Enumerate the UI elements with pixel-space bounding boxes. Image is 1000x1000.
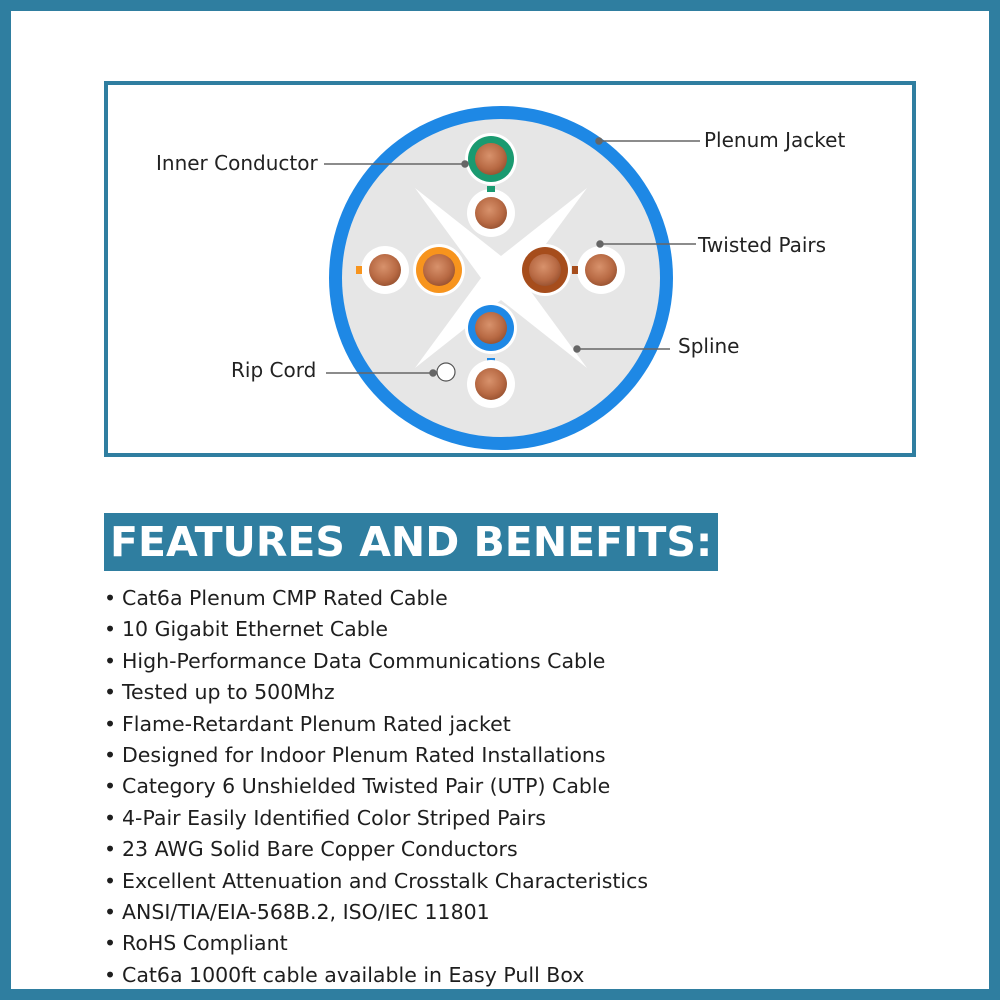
feature-item: Tested up to 500Mhz [104,677,648,708]
brown-twisted-pair [519,244,625,296]
blue-twisted-pair [465,302,517,408]
green-twisted-pair [465,133,517,237]
plenum-jacket-label: Plenum Jacket [704,128,845,152]
leader-lines [324,137,700,377]
rip-cord-label: Rip Cord [231,358,316,382]
feature-item: Excellent Attenuation and Crosstalk Char… [104,866,648,897]
feature-item: 4-Pair Easily Identified Color Striped P… [104,803,648,834]
spline-label: Spline [678,334,739,358]
twisted-pairs-label: Twisted Pairs [697,233,826,257]
feature-item: 10 Gigabit Ethernet Cable [104,614,648,645]
orange-twisted-pair [356,244,465,296]
feature-item: Category 6 Unshielded Twisted Pair (UTP)… [104,771,648,802]
feature-item: RoHS Compliant [104,928,648,959]
spline [415,188,587,368]
cable-cross-section-diagram: Inner Conductor Plenum Jacket Twisted Pa… [104,81,916,457]
feature-item: High-Performance Data Communications Cab… [104,646,648,677]
feature-item: Cat6a Plenum CMP Rated Cable [104,583,648,614]
feature-item: Flame-Retardant Plenum Rated jacket [104,709,648,740]
cable-diagram-svg: Inner Conductor Plenum Jacket Twisted Pa… [156,106,845,450]
feature-item: Cat6a 1000ft cable available in Easy Pul… [104,960,648,991]
rip-cord [436,362,456,382]
feature-item: 23 AWG Solid Bare Copper Conductors [104,834,648,865]
features-heading: FEATURES AND BENEFITS: [104,513,719,571]
inner-conductor-label: Inner Conductor [156,151,318,175]
feature-item: ANSI/TIA/EIA-568B.2, ISO/IEC 11801 [104,897,648,928]
feature-item: Designed for Indoor Plenum Rated Install… [104,740,648,771]
features-list: Cat6a Plenum CMP Rated Cable 10 Gigabit … [104,583,648,991]
